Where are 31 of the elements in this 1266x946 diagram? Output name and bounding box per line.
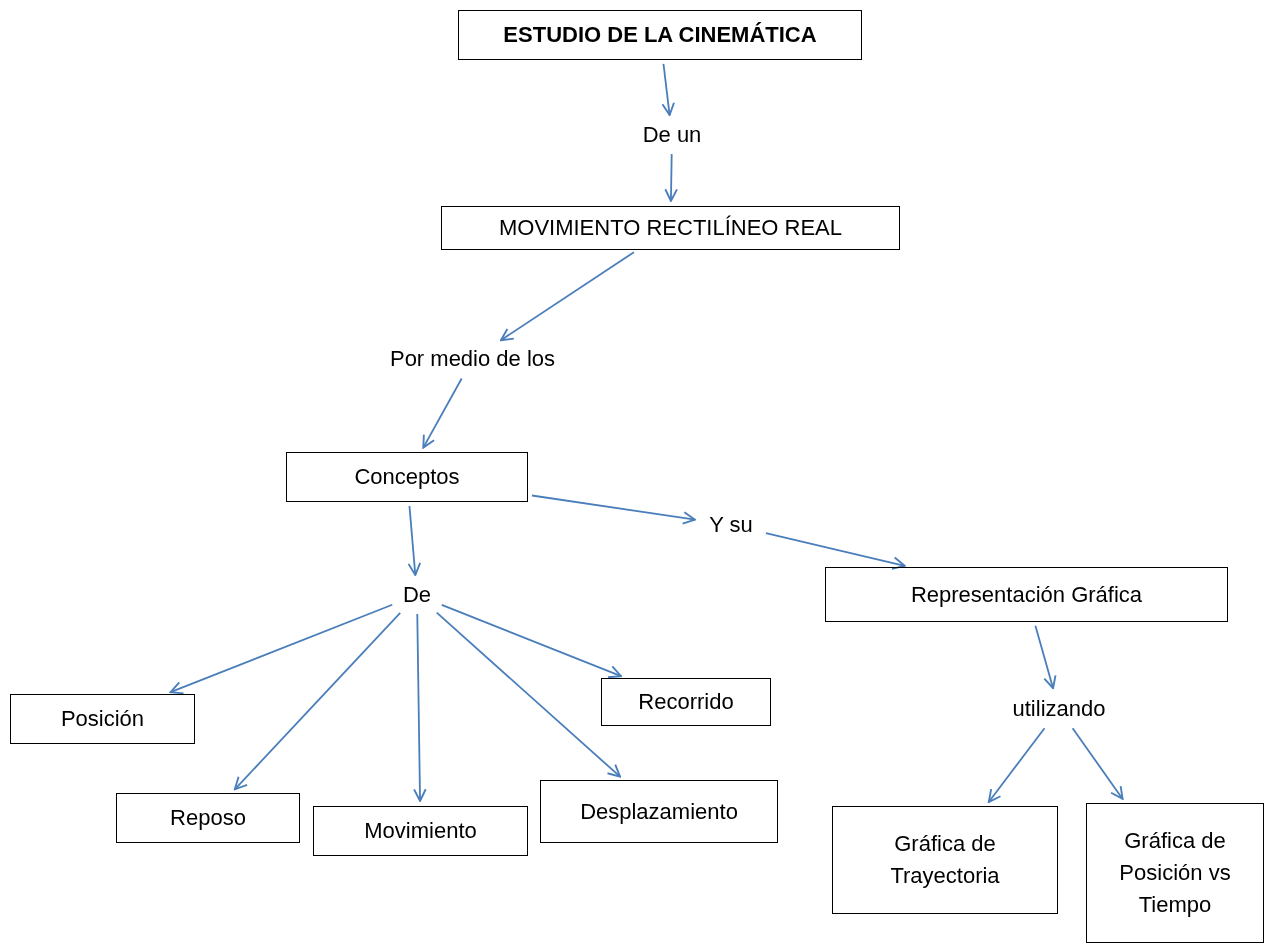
linking-phrase: Por medio de los bbox=[370, 343, 575, 375]
arrow bbox=[1071, 727, 1124, 800]
linking-phrase: De bbox=[396, 580, 438, 610]
arrow bbox=[233, 612, 402, 791]
concept-box: Recorrido bbox=[601, 678, 771, 726]
arrow bbox=[435, 611, 621, 778]
concept-box: Posición bbox=[10, 694, 195, 744]
linking-phrase: Y su bbox=[700, 510, 762, 540]
concept-box: MOVIMIENTO RECTILÍNEO REAL bbox=[441, 206, 900, 250]
concept-box: Gráfica de Trayectoria bbox=[832, 806, 1058, 914]
linking-phrase: De un bbox=[634, 120, 710, 150]
arrow bbox=[413, 613, 427, 802]
arrow bbox=[1034, 624, 1057, 690]
concept-box: Conceptos bbox=[286, 452, 528, 502]
arrow bbox=[407, 505, 422, 576]
arrow bbox=[531, 494, 696, 525]
arrow bbox=[499, 251, 635, 342]
arrow bbox=[440, 603, 622, 679]
arrow bbox=[422, 377, 463, 449]
concept-box: Movimiento bbox=[313, 806, 528, 856]
arrow bbox=[664, 153, 678, 202]
concept-box: Desplazamiento bbox=[540, 780, 778, 843]
arrow bbox=[765, 532, 906, 570]
linking-phrase: utilizando bbox=[998, 693, 1120, 725]
arrow bbox=[169, 603, 394, 695]
concept-box: Gráfica de Posición vs Tiempo bbox=[1086, 803, 1264, 943]
arrow bbox=[661, 63, 675, 116]
concept-box: Reposo bbox=[116, 793, 300, 843]
arrow bbox=[987, 727, 1046, 803]
concept-box: Representación Gráfica bbox=[825, 567, 1228, 622]
concept-box: ESTUDIO DE LA CINEMÁTICA bbox=[458, 10, 862, 60]
